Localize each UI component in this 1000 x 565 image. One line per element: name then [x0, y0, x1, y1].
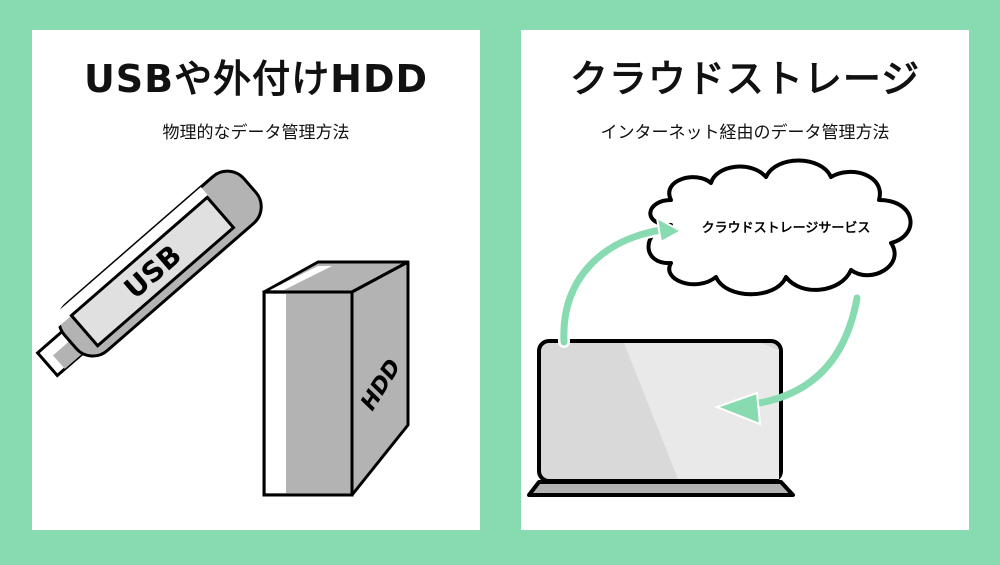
cloud-icon: クラウドストレージサービス	[646, 158, 913, 297]
cloud-storage-illustration: クラウドストレージサービス	[527, 158, 913, 497]
download-arrow-icon	[714, 294, 861, 426]
hdd-icon: HDD	[262, 260, 410, 497]
panel-subtitle: インターネット経由のデータ管理方法	[600, 123, 890, 143]
cloud-storage-panel: クラウドストレージ インターネット経由のデータ管理方法 クラウドストレージサービ…	[521, 30, 969, 530]
upload-arrow-icon	[557, 216, 684, 348]
panel-title: USBや外付けHDD	[83, 57, 429, 101]
physical-storage-panel: USBや外付けHDD 物理的なデータ管理方法 USB HDD	[32, 30, 480, 530]
cloud-label: クラウドストレージサービス	[702, 220, 871, 236]
panel-subtitle: 物理的なデータ管理方法	[162, 123, 350, 143]
physical-storage-illustration: USB HDD	[35, 169, 410, 497]
panel-title: クラウドストレージ	[569, 57, 921, 101]
usb-drive-icon: USB	[35, 169, 263, 378]
laptop-icon	[527, 339, 795, 497]
